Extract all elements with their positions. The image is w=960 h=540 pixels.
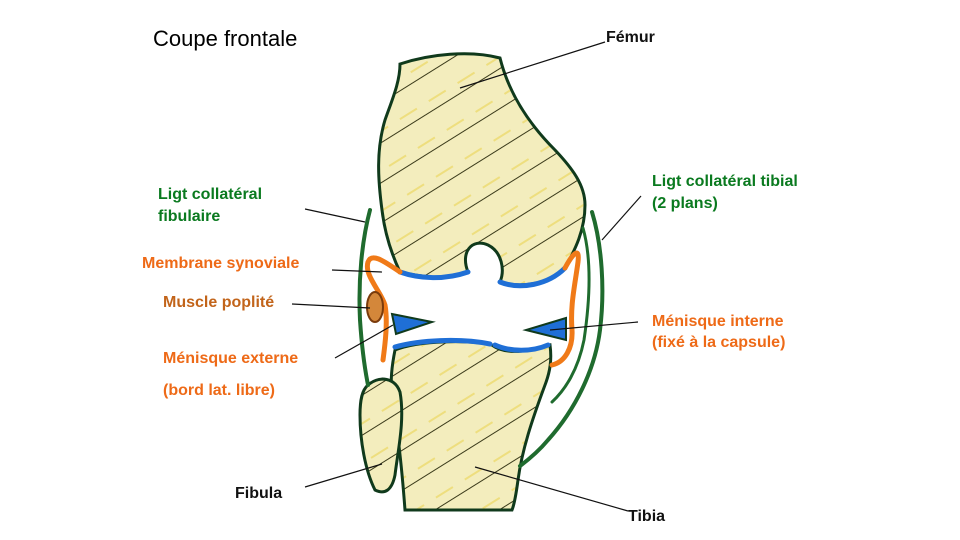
tibia-leader xyxy=(474,466,629,512)
tibial-collateral-ligament-superficial xyxy=(518,210,605,468)
tibial-ligament-leader xyxy=(601,195,642,241)
lateral-meniscus-label-line1: Ménisque externe xyxy=(163,350,299,367)
leader-lines xyxy=(291,41,642,512)
synovial-membrane-lateral xyxy=(364,255,403,363)
synovial-membrane-medial xyxy=(549,250,581,368)
tibia-bone xyxy=(389,340,553,512)
tibial-ligament-label-line2: (2 plans) xyxy=(652,195,718,212)
tibial-cartilage xyxy=(392,337,551,353)
femur-bone xyxy=(377,52,587,287)
fibular-collateral-ligament xyxy=(357,208,372,387)
tibial-collateral-ligament-deep xyxy=(550,226,591,404)
fibula-label: Fibula xyxy=(235,485,283,502)
diagram-title: Coupe frontale xyxy=(153,26,298,51)
femur-label: Fémur xyxy=(606,29,655,46)
fibula-bone xyxy=(358,377,404,494)
femur-leader xyxy=(459,41,606,89)
synovial-leader xyxy=(331,269,383,273)
lateral-meniscus-leader xyxy=(334,324,394,359)
femoral-cartilage xyxy=(397,265,568,289)
fibular-ligament-label-line2: fibulaire xyxy=(158,208,221,225)
synovial-label: Membrane synoviale xyxy=(142,255,300,272)
medial-meniscus-leader xyxy=(549,321,639,331)
medial-meniscus-label-line2: (fixé à la capsule) xyxy=(652,334,786,351)
medial-meniscus-label-line1: Ménisque interne xyxy=(652,313,784,330)
tibia-label: Tibia xyxy=(628,508,666,525)
fibular-ligament-label-line1: Ligt collatéral xyxy=(158,186,263,203)
lateral-meniscus xyxy=(390,312,436,336)
fibula-leader xyxy=(304,463,383,488)
popliteus-tendon xyxy=(366,291,384,323)
popliteus-leader xyxy=(291,303,371,309)
tibial-ligament-label-line1: Ligt collatéral tibial xyxy=(652,173,798,190)
popliteus-label: Muscle poplité xyxy=(163,294,275,311)
fibular-ligament-leader xyxy=(304,208,366,223)
lateral-meniscus-label-line2: (bord lat. libre) xyxy=(163,382,275,399)
